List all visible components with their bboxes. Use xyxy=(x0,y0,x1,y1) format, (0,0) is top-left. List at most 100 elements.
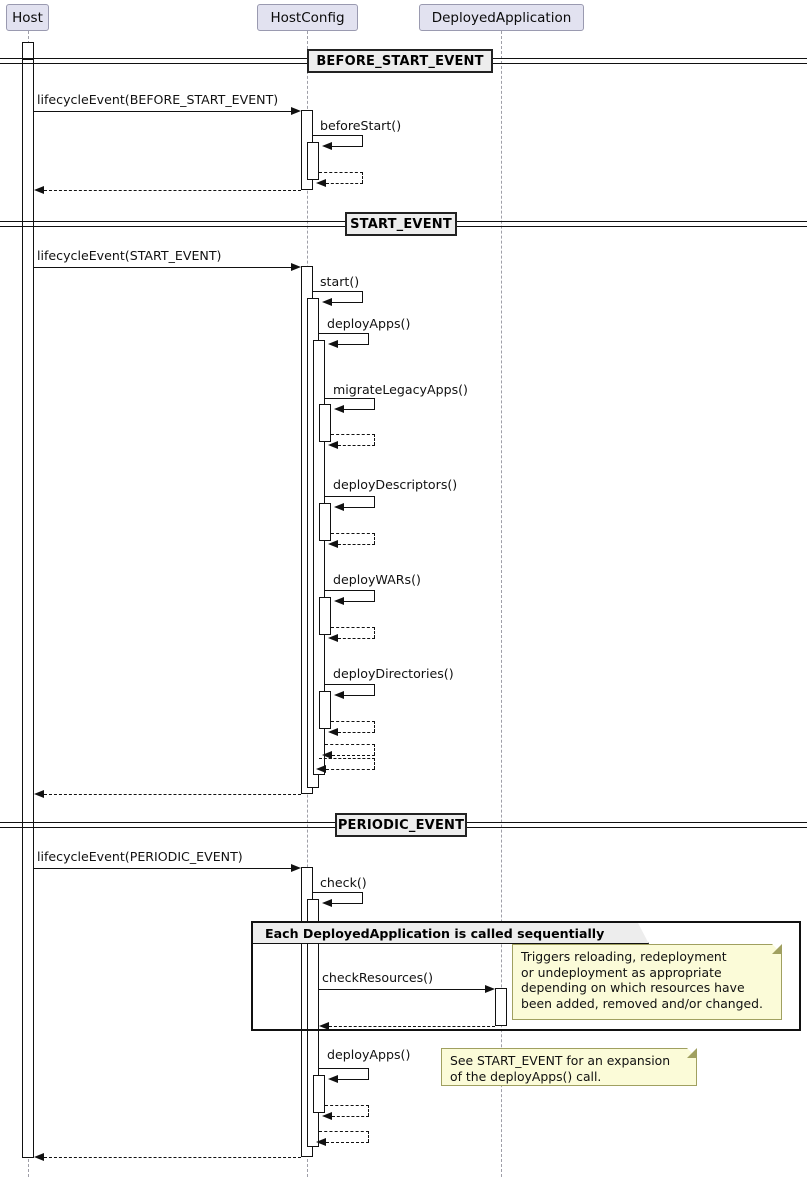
message-label-m6: start() xyxy=(320,274,360,289)
message-line-m12-bot xyxy=(344,601,375,602)
activation-hostconfig-migratelegacyapps xyxy=(319,404,331,442)
message-arrow-m9 xyxy=(328,440,338,449)
message-line-m17-bot xyxy=(326,769,375,770)
divider-before-start-label: BEFORE_START_EVENT xyxy=(316,53,484,69)
message-vert-m20 xyxy=(362,892,363,903)
message-line-m23-bot xyxy=(338,1079,369,1080)
group-frame-each-deployedapplication xyxy=(251,921,801,1031)
message-arrow-m10 xyxy=(334,502,344,511)
message-line-m9-bot xyxy=(338,445,375,446)
message-line-m13-top xyxy=(331,627,375,628)
message-line-m4 xyxy=(44,190,301,191)
activation-hostconfig-before-start-l2 xyxy=(307,142,319,180)
note-deploy-apps-fold xyxy=(687,1048,697,1058)
message-line-m16-bot xyxy=(332,755,375,756)
participant-hostconfig[interactable]: HostConfig xyxy=(257,4,358,31)
message-line-m11-top xyxy=(331,533,375,534)
message-line-m14-bot xyxy=(344,695,375,696)
note-check-resources: Triggers reloading, redeployment or unde… xyxy=(512,944,782,1020)
divider-start: START_EVENT xyxy=(345,212,457,236)
message-line-m15-top xyxy=(331,721,375,722)
message-vert-m9 xyxy=(374,434,375,445)
message-arrow-m22 xyxy=(319,1021,329,1030)
message-arrow-m3 xyxy=(316,178,326,187)
participant-host[interactable]: Host xyxy=(6,4,49,31)
message-label-m14: deployDirectories() xyxy=(333,666,454,681)
message-line-m7-bot xyxy=(338,344,369,345)
message-line-m5 xyxy=(34,267,298,268)
message-line-m11-bot xyxy=(338,544,375,545)
message-arrow-m26 xyxy=(34,1152,44,1161)
activation-hostconfig-deploywars xyxy=(319,597,331,635)
message-arrow-m12 xyxy=(334,596,344,605)
message-vert-m15 xyxy=(374,721,375,732)
message-label-m7: deployApps() xyxy=(327,316,411,331)
message-line-m8-top xyxy=(325,398,375,399)
activation-host-stub xyxy=(22,42,34,59)
message-arrow-m4 xyxy=(34,185,44,194)
message-line-m18 xyxy=(44,794,301,795)
message-line-m8-bot xyxy=(344,409,375,410)
message-arrow-m19 xyxy=(291,863,301,872)
activation-hostconfig-start-l3 xyxy=(313,340,325,775)
message-line-m10-top xyxy=(325,496,375,497)
message-arrow-m15 xyxy=(328,727,338,736)
message-line-m7-top xyxy=(319,333,369,334)
message-arrow-m14 xyxy=(334,690,344,699)
note-check-resources-fold xyxy=(772,944,782,954)
message-vert-m8 xyxy=(374,398,375,409)
message-line-m13-bot xyxy=(338,638,375,639)
message-arrow-m23 xyxy=(328,1074,338,1083)
activation-host-main xyxy=(22,59,34,1158)
message-label-m2: beforeStart() xyxy=(320,118,402,133)
message-line-m25-top xyxy=(319,1131,369,1132)
message-line-m20-bot xyxy=(332,903,363,904)
message-vert-m17 xyxy=(374,758,375,769)
message-line-m22 xyxy=(329,1026,495,1027)
message-arrow-m17 xyxy=(316,764,326,773)
message-vert-m6 xyxy=(362,291,363,302)
message-vert-m2 xyxy=(362,135,363,146)
message-line-m10-bot xyxy=(344,507,375,508)
activation-hostconfig-deploydescriptors xyxy=(319,503,331,541)
message-line-m6-top xyxy=(313,291,363,292)
message-arrow-m25 xyxy=(316,1137,326,1146)
activation-deployedapplication-checkresources xyxy=(495,988,507,1026)
message-line-m26 xyxy=(44,1157,301,1158)
participant-deployedapplication[interactable]: DeployedApplication xyxy=(419,4,584,31)
message-line-m24-bot xyxy=(332,1116,369,1117)
message-line-m16-top xyxy=(325,744,375,745)
message-line-m2-top xyxy=(313,135,363,136)
message-label-m19: lifecycleEvent(PERIODIC_EVENT) xyxy=(37,849,243,864)
message-arrow-m7 xyxy=(328,339,338,348)
divider-periodic: PERIODIC_EVENT xyxy=(335,813,467,837)
message-vert-m3 xyxy=(362,172,363,183)
activation-hostconfig-periodic-deployapps xyxy=(313,1075,325,1113)
divider-start-label: START_EVENT xyxy=(350,216,452,232)
message-arrow-m24 xyxy=(322,1111,332,1120)
message-arrow-m6 xyxy=(322,297,332,306)
message-line-m21 xyxy=(319,989,492,990)
message-line-m19 xyxy=(34,868,298,869)
message-label-m10: deployDescriptors() xyxy=(333,477,458,492)
message-line-m12-top xyxy=(325,590,375,591)
divider-before-start: BEFORE_START_EVENT xyxy=(307,49,493,73)
message-line-m1 xyxy=(34,111,298,112)
message-arrow-m20 xyxy=(322,898,332,907)
group-label-each-deployedapplication: Each DeployedApplication is called seque… xyxy=(253,923,649,944)
message-label-m8: migrateLegacyApps() xyxy=(333,382,468,397)
message-arrow-m8 xyxy=(334,404,344,413)
message-line-m25-bot xyxy=(326,1142,369,1143)
message-label-m1: lifecycleEvent(BEFORE_START_EVENT) xyxy=(37,92,279,107)
message-arrow-m11 xyxy=(328,539,338,548)
message-vert-m12 xyxy=(374,590,375,601)
message-arrow-m16 xyxy=(322,750,332,759)
participant-host-label: Host xyxy=(12,9,43,26)
message-arrow-m1 xyxy=(291,106,301,115)
message-vert-m14 xyxy=(374,684,375,695)
group-label-text: Each DeployedApplication is called seque… xyxy=(265,925,605,941)
message-arrow-m21 xyxy=(485,984,495,993)
message-line-m6-bot xyxy=(332,302,363,303)
message-label-m5: lifecycleEvent(START_EVENT) xyxy=(37,248,222,263)
